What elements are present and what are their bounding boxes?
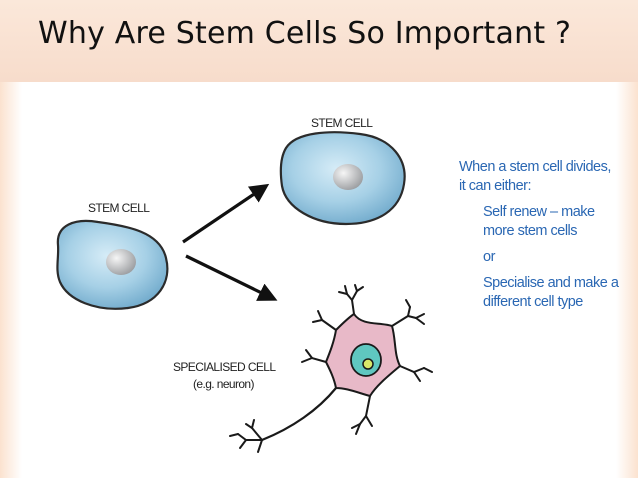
neuron-cell [229, 284, 433, 453]
caption-option-2-line-1: Specialise and make a [483, 275, 619, 291]
caption-line-2: it can either: [459, 178, 532, 194]
caption-option-2-line-2: different cell type [483, 294, 583, 310]
neuron-axon [260, 386, 338, 442]
stem-cell-top-nucleus [333, 164, 363, 190]
caption-option-1-line-2: more stem cells [483, 223, 578, 239]
label-stem-cell-top: STEM CELL [311, 116, 373, 130]
slide-title: Why Are Stem Cells So Important ? [38, 16, 572, 51]
caption-option-1-line-1: Self renew – make [483, 204, 595, 220]
stem-cell-left [56, 219, 169, 310]
explanation-caption: When a stem cell divides, it can either:… [459, 158, 634, 312]
arrow-to-self-renew [182, 183, 270, 244]
caption-connector-or: or [483, 249, 495, 265]
neuron-dendrites [301, 284, 433, 435]
label-specialised-example: (e.g. neuron) [193, 377, 255, 391]
label-specialised-cell: SPECIALISED CELL [173, 360, 276, 374]
axon-terminals [229, 419, 263, 453]
title-band: Why Are Stem Cells So Important ? [0, 0, 638, 82]
stem-cell-top [279, 131, 406, 226]
arrow-to-specialise [185, 254, 278, 301]
caption-line-1: When a stem cell divides, [459, 159, 611, 175]
label-stem-cell-left: STEM CELL [88, 201, 150, 215]
neuron-nucleolus [362, 358, 374, 370]
stem-cell-left-nucleus [106, 249, 136, 275]
left-edge-shading [0, 82, 22, 478]
right-edge-shading [616, 82, 638, 478]
